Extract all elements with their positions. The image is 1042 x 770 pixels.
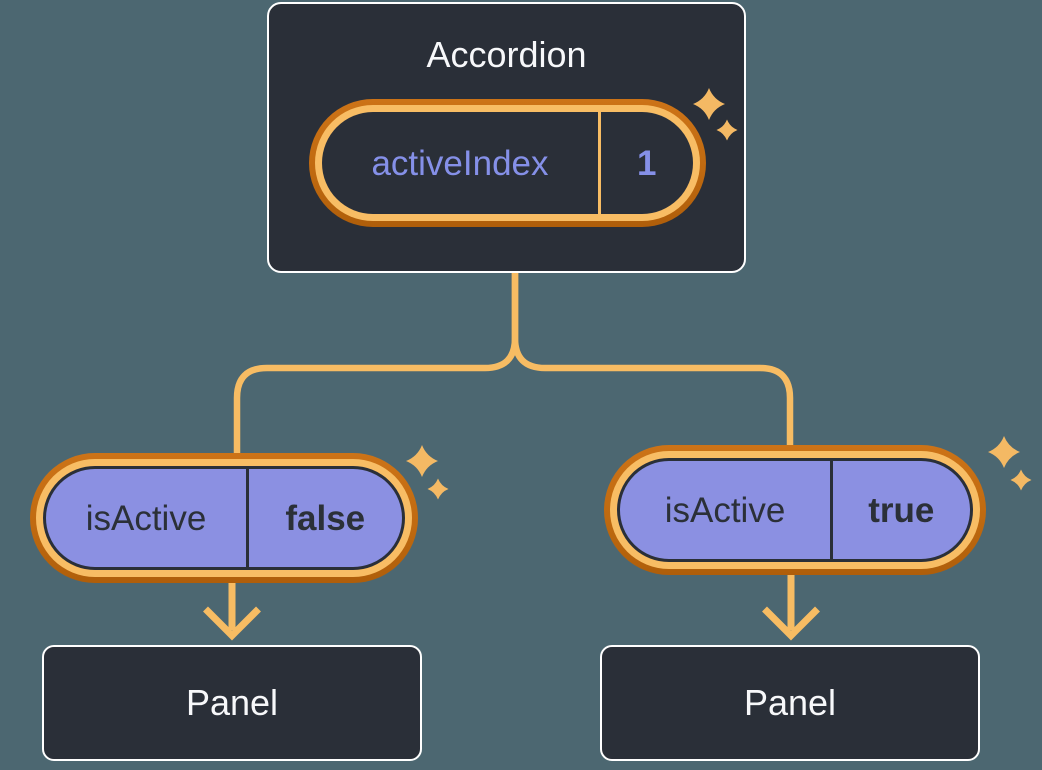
state-pill-body: activeIndex 1 — [322, 112, 693, 214]
pill-divider — [830, 461, 833, 559]
accordion-title: Accordion — [426, 34, 587, 75]
state-value-label: 1 — [637, 143, 657, 183]
prop-value-label: true — [868, 490, 935, 530]
state-pill-active-index: activeIndex 1 — [309, 99, 706, 227]
connector-branch-right — [511, 270, 794, 458]
sparkle-icon — [1010, 469, 1032, 491]
prop-value-label: false — [285, 498, 366, 538]
sparkle-icon — [988, 436, 1020, 468]
arrow-down-icon — [203, 578, 261, 641]
panel-box-right: Panel — [600, 645, 980, 761]
accordion-component-box: Accordion activeIndex 1 — [267, 2, 746, 273]
prop-name-label: isActive — [85, 498, 207, 538]
prop-name-label: isActive — [664, 490, 786, 530]
prop-pill-ring: isActive false — [36, 459, 412, 577]
prop-pill-body: isActive true — [617, 458, 973, 562]
state-pill-ring: activeIndex 1 — [315, 105, 700, 221]
connector-branch-left — [233, 270, 519, 465]
pill-divider — [598, 112, 601, 214]
prop-pill-isactive-right: isActive true — [604, 445, 986, 575]
sparkle-icon — [406, 445, 438, 477]
prop-pill-ring: isActive true — [610, 451, 980, 569]
prop-pill-body: isActive false — [43, 466, 405, 570]
panel-title: Panel — [743, 682, 837, 723]
sparkle-icon — [427, 478, 449, 500]
state-name-label: activeIndex — [371, 143, 549, 183]
pill-divider — [246, 469, 249, 567]
panel-box-left: Panel — [42, 645, 422, 761]
arrow-down-icon — [762, 572, 820, 641]
prop-pill-isactive-left: isActive false — [30, 453, 418, 583]
panel-title: Panel — [185, 682, 279, 723]
